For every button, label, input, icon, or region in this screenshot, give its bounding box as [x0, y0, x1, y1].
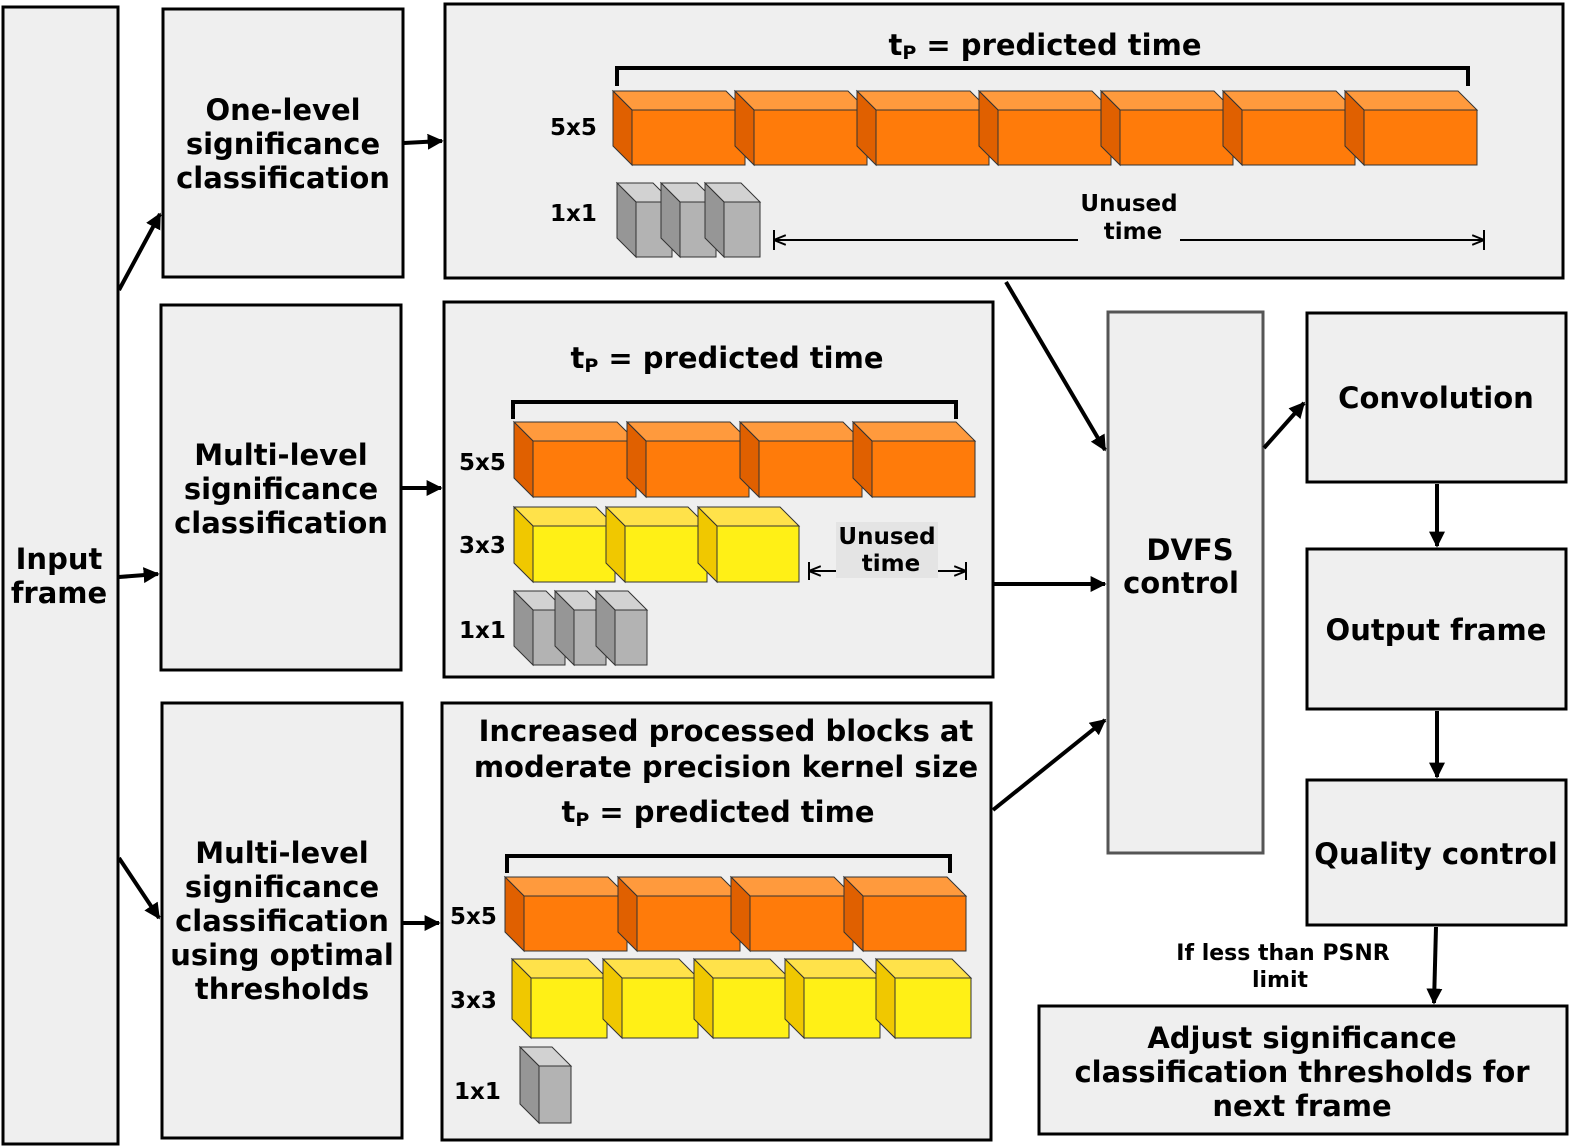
one-level-label-2: significance: [186, 127, 380, 161]
input-frame-label-1: Input: [16, 542, 103, 576]
panel1-5x5-block-6: [1221, 89, 1357, 167]
unused-time-label-2a: Unused: [838, 524, 935, 550]
arrow-one-level-to-panel1: [403, 133, 444, 150]
convolution-label: Convolution: [1338, 381, 1534, 415]
panel1-1x1-block-3: [703, 181, 762, 259]
panel2-5x5-block-3: [738, 420, 864, 499]
panel1-5x5-block-2: [733, 89, 869, 167]
predicted-time-label-2: tP = predicted time: [571, 341, 884, 377]
one-level-label-1: One-level: [205, 93, 360, 127]
predicted-time-label-1: tP = predicted time: [889, 28, 1202, 64]
arrow-dvfs-to-convolution: [1262, 401, 1306, 450]
timeline-panel-multi-level: tP = predicted time 5x5 3x3 1x1 Unused t…: [442, 300, 995, 679]
arrow-input-to-one-level: [117, 212, 162, 291]
panel2-3x3-block-3: [696, 505, 801, 584]
adjust-thresholds-node: Adjust significance classification thres…: [1037, 1004, 1569, 1136]
arrow-panel1-to-dvfs: [1004, 280, 1107, 452]
panel3-3x3-block-4: [783, 957, 882, 1040]
psnr-condition-label-1: If less than PSNR: [1176, 941, 1389, 966]
kernel-5x5-label-3: 5x5: [450, 904, 497, 930]
panel2-5x5-block-1: [512, 420, 638, 499]
multi-level-label-2: significance: [184, 472, 378, 506]
timeline-panel-one-level: tP = predicted time 5x5 1x1 Unused time: [443, 2, 1565, 280]
input-frame-label-2: frame: [11, 576, 107, 610]
unused-time-label-2b: time: [862, 551, 920, 577]
dvfs-label-2: control: [1123, 566, 1239, 600]
arrow-input-to-optimal: [117, 856, 161, 920]
psnr-condition-label-2: limit: [1252, 968, 1309, 993]
predicted-time-bracket-1: [615, 66, 1470, 86]
unused-time-label-1b: time: [1104, 219, 1162, 245]
arrow-input-to-multi-level: [118, 567, 160, 584]
panel3-5x5-block-1: [503, 875, 629, 953]
kernel-5x5-label-1: 5x5: [550, 115, 597, 141]
kernel-1x1-label-2: 1x1: [459, 618, 506, 644]
optimal-label-3: classification: [175, 904, 389, 938]
unused-time-label-1a: Unused: [1080, 191, 1177, 217]
multi-level-optimal-classification-node: Multi-level significance classification …: [160, 701, 404, 1140]
quality-control-label: Quality control: [1314, 837, 1557, 871]
kernel-3x3-label-3: 3x3: [450, 988, 497, 1014]
panel3-3x3-block-1: [510, 957, 609, 1040]
input-frame-node: Input frame: [1, 5, 120, 1146]
panel3-5x5-block-2: [616, 875, 742, 953]
dvfs-control-node: DVFS control: [1106, 310, 1265, 855]
arrow-panel3-to-dvfs: [991, 718, 1107, 812]
multi-level-label-3: classification: [174, 506, 388, 540]
predicted-time-bracket-3: [505, 854, 952, 873]
unused-time-label-bg-2: [836, 522, 938, 578]
adjust-label-1: Adjust significance: [1147, 1021, 1456, 1055]
kernel-3x3-label-2: 3x3: [459, 533, 506, 559]
panel3-heading-2: moderate precision kernel size: [474, 750, 978, 784]
kernel-1x1-label-1: 1x1: [550, 201, 597, 227]
kernel-5x5-label-2: 5x5: [459, 450, 506, 476]
multi-level-label-1: Multi-level: [194, 438, 367, 472]
panel1-5x5-block-3: [855, 89, 991, 167]
optimal-label-4: using optimal: [170, 938, 394, 972]
quality-control-node: Quality control: [1305, 778, 1568, 927]
multi-level-classification-node: Multi-level significance classification: [159, 303, 403, 672]
panel1-5x5-block-4: [977, 89, 1113, 167]
panel2-3x3-block-1: [512, 505, 617, 584]
panel3-3x3-block-2: [601, 957, 700, 1040]
panel1-5x5-block-5: [1099, 89, 1235, 167]
panel3-heading-1: Increased processed blocks at: [479, 714, 974, 748]
timeline-panel-optimal: Increased processed blocks at moderate p…: [440, 701, 993, 1142]
arrow-quality-to-adjust: [1426, 926, 1443, 1005]
panel3-3x3-block-5: [874, 957, 973, 1040]
dvfs-label-1: DVFS: [1146, 533, 1233, 567]
optimal-label-1: Multi-level: [195, 836, 368, 870]
optimal-label-5: thresholds: [195, 972, 369, 1006]
convolution-node: Convolution: [1305, 311, 1568, 484]
predicted-time-bracket-2: [511, 400, 958, 419]
panel2-1x1-block-3: [594, 589, 649, 667]
optimal-label-2: significance: [185, 870, 379, 904]
unused-time-label-bg-1: [1078, 190, 1180, 246]
one-level-label-3: classification: [176, 161, 390, 195]
panel1-5x5-block-1: [611, 89, 747, 167]
flow-arrows: [117, 133, 1445, 1005]
panel3-5x5-block-3: [729, 875, 855, 953]
one-level-classification-node: One-level significance classification: [161, 7, 405, 279]
panel2-3x3-block-2: [604, 505, 709, 584]
kernel-1x1-label-3: 1x1: [454, 1079, 501, 1105]
output-frame-node: Output frame: [1305, 547, 1568, 711]
predicted-time-label-3: tP = predicted time: [562, 795, 875, 831]
adjust-label-3: next frame: [1212, 1089, 1391, 1123]
output-frame-label: Output frame: [1326, 613, 1547, 647]
panel1-5x5-block-7: [1343, 89, 1479, 167]
panel3-5x5-block-4: [842, 875, 968, 953]
panel3-3x3-block-3: [692, 957, 791, 1040]
adjust-label-2: classification thresholds for: [1074, 1055, 1530, 1089]
panel2-5x5-block-4: [851, 420, 977, 499]
panel3-1x1-block-1: [518, 1045, 573, 1125]
panel2-5x5-block-2: [625, 420, 751, 499]
